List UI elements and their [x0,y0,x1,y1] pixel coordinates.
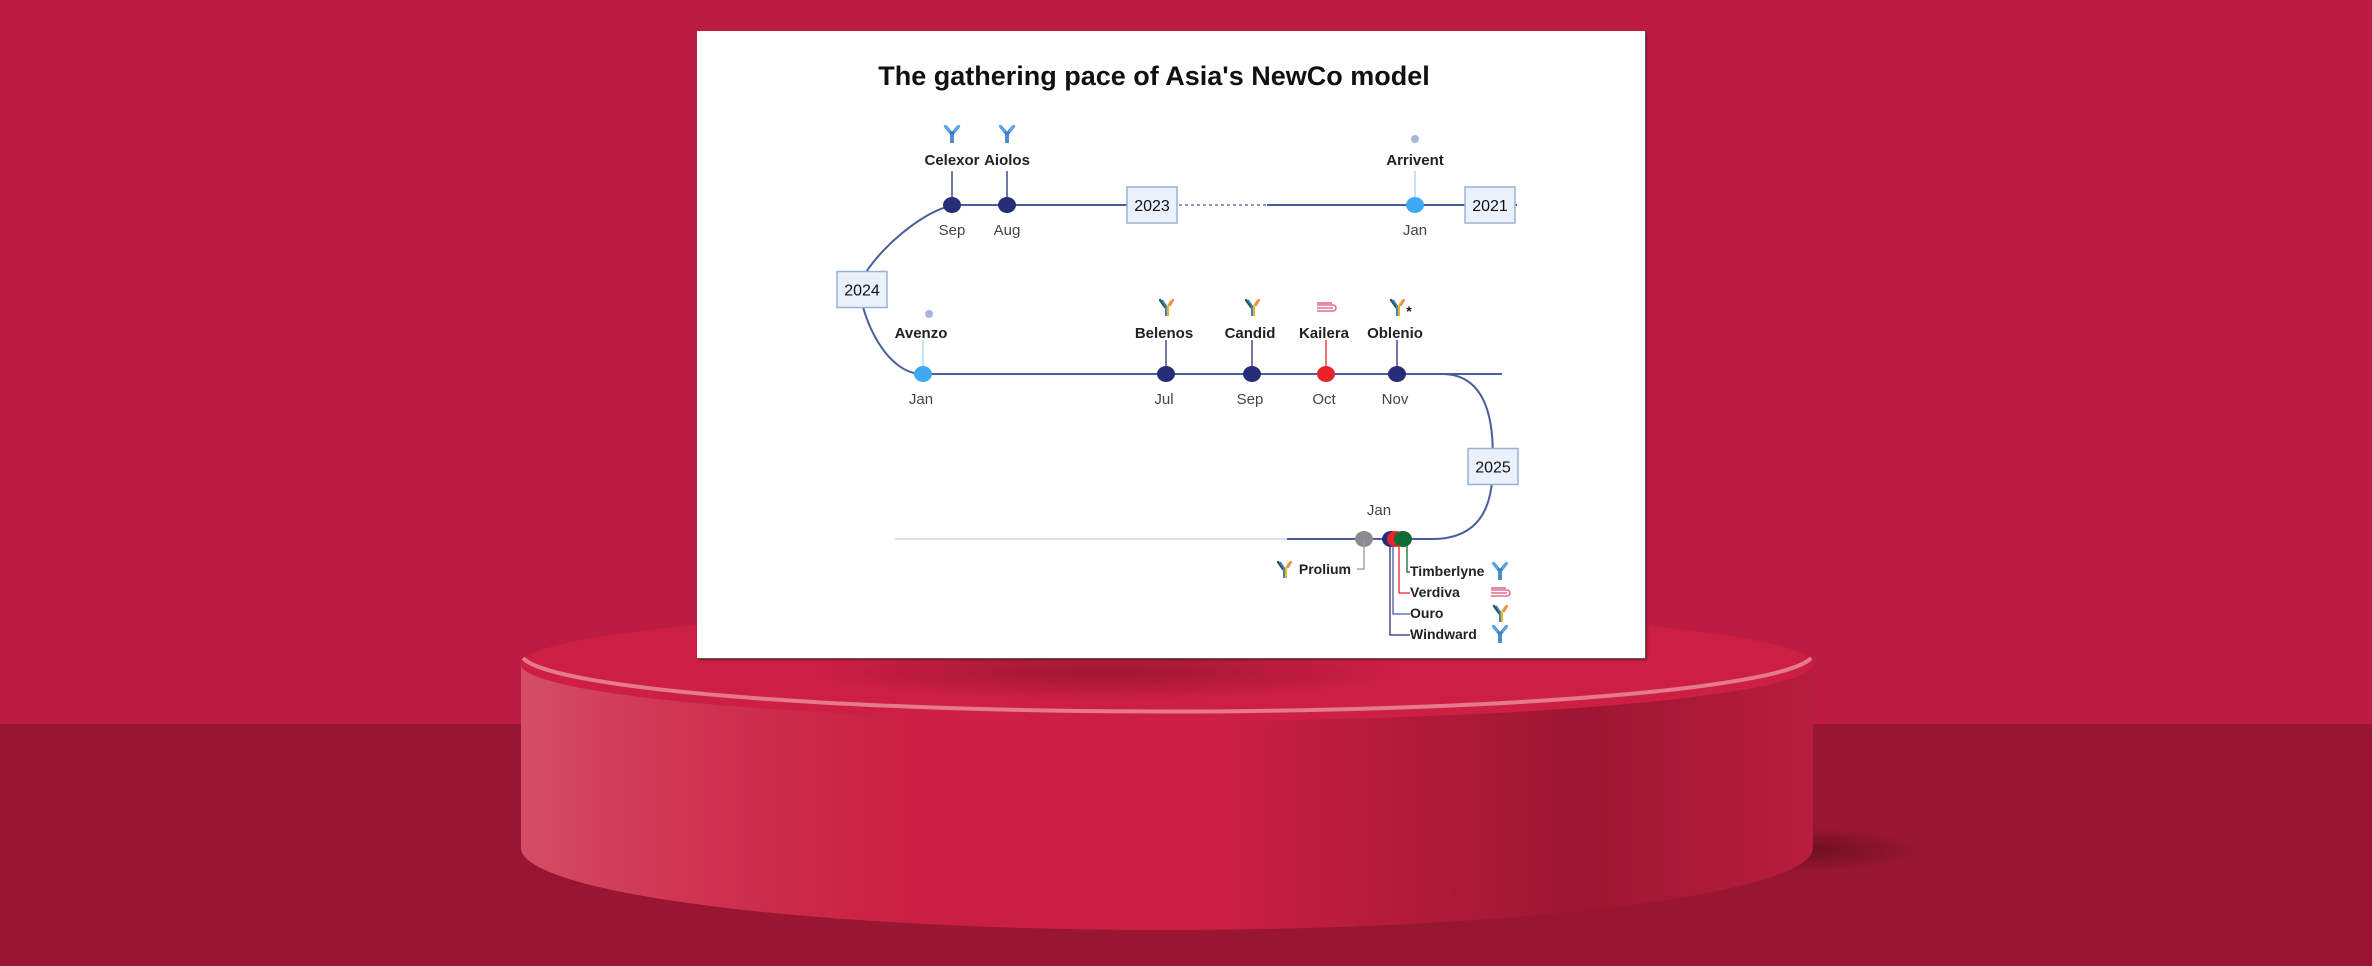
event-name: Kailera [1299,325,1350,342]
antibody-blue-icon [1491,624,1509,645]
event-stem [1406,545,1410,573]
event-stem [1392,545,1410,615]
card-shadow [805,644,1405,700]
bispecific-antibody-icon [1276,560,1293,580]
peptide-icon [1316,302,1337,312]
event-dot [943,197,961,213]
event-month: Aug [994,222,1021,239]
event-name: Aiolos [984,152,1030,169]
event-month: Jan [1403,222,1427,239]
event-name: Prolium [1299,561,1351,577]
bispecific-antibody-icon [1244,298,1261,318]
event-name: Windward [1410,626,1477,642]
event-stem [1389,545,1410,636]
podium-side [521,664,1813,930]
bispecific-antibody-icon [1492,604,1509,624]
event-dot [1394,531,1412,547]
event-name: Ouro [1410,605,1443,621]
event-dot [1317,366,1335,382]
year-box [1467,447,1519,486]
year-label: 2021 [1472,198,1508,215]
event-stem [1357,539,1365,570]
infographic-card: The gathering pace of Asia's NewCo model… [697,31,1645,658]
event-name: Candid [1225,325,1276,342]
event-month: Jan [909,391,933,408]
antibody-blue-icon [943,124,961,145]
event-month: Sep [939,222,966,239]
event-name: Arrivent [1386,152,1444,169]
footnote-marker: * [1406,303,1412,319]
year-label: 2025 [1475,460,1511,477]
event-dot [1388,366,1406,382]
event-month: Jul [1154,391,1173,408]
event-name: Verdiva [1410,584,1460,600]
year-box [1464,186,1516,224]
event-stem [1398,545,1410,594]
event-dot [1406,197,1424,213]
event-name: Belenos [1135,325,1193,342]
small-molecule-icon [925,310,933,318]
chart-title: The gathering pace of Asia's NewCo model [697,61,1645,92]
year-label: 2023 [1134,198,1170,215]
event-dot [998,197,1016,213]
event-name: Oblenio [1367,325,1423,342]
event-dot [1243,366,1261,382]
antibody-blue-icon [1491,561,1509,582]
year-box [836,270,888,309]
podium-rim [521,656,1813,714]
event-name: Avenzo [895,325,948,342]
year-label: 2024 [844,283,880,300]
event-name: Celexor [924,152,979,169]
event-month: Sep [1237,391,1264,408]
event-name: Timberlyne [1410,563,1485,579]
year-box [1126,186,1178,224]
small-molecule-icon [1411,135,1419,143]
title-text: The gathering pace of Asia's NewCo model [878,61,1430,91]
event-month: Jan [1367,502,1391,519]
event-month: Nov [1382,391,1409,408]
event-dot [914,366,932,382]
event-dot [1157,366,1175,382]
antibody-blue-icon [998,124,1016,145]
peptide-icon [1490,587,1511,597]
event-month: Oct [1312,391,1336,408]
bispecific-antibody-icon [1389,298,1406,318]
bispecific-antibody-icon [1158,298,1175,318]
